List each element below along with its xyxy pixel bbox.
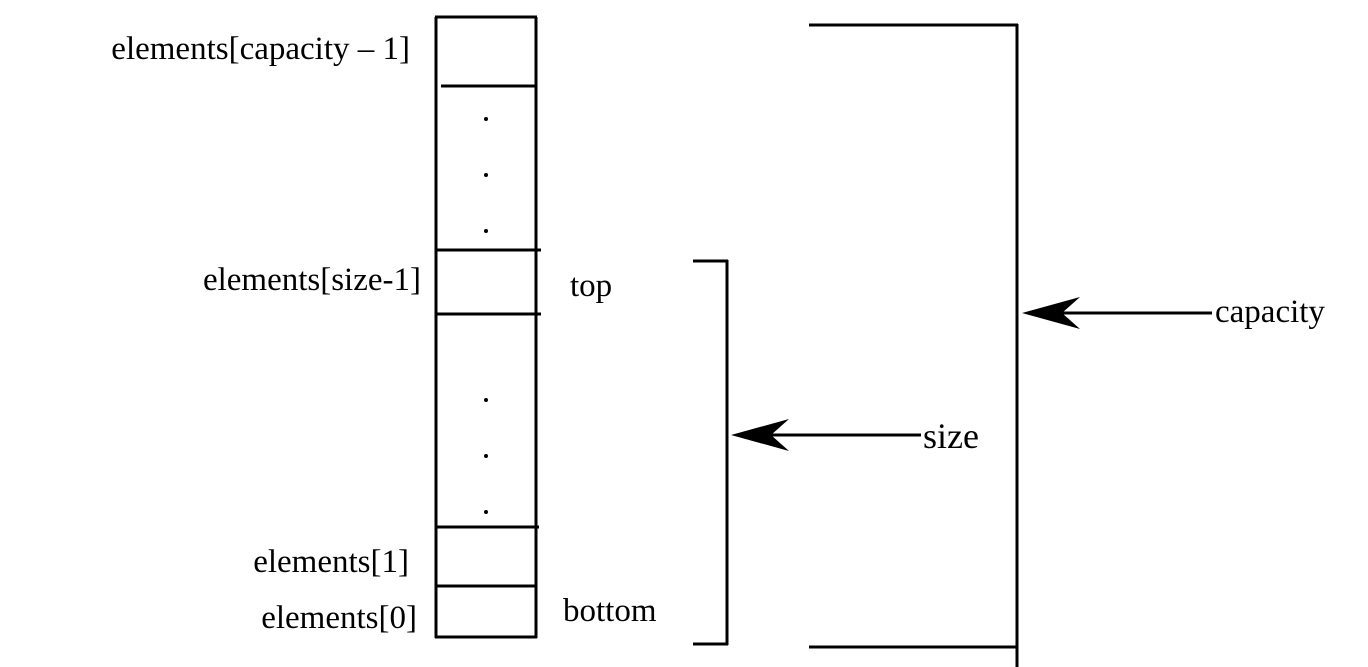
size-arrow xyxy=(731,419,921,451)
capacity-arrow xyxy=(1022,297,1212,329)
label-capacity: capacity xyxy=(1215,294,1325,330)
label-elements-size: elements[size-1] xyxy=(203,262,421,298)
ellipsis-upper xyxy=(484,117,488,233)
ellipsis-dot xyxy=(484,229,488,233)
label-elements-capacity: elements[capacity – 1] xyxy=(111,31,410,67)
label-top: top xyxy=(570,268,612,304)
ellipsis-dot xyxy=(484,398,488,402)
size-bracket xyxy=(693,259,729,646)
label-elements-1: elements[1] xyxy=(253,544,409,580)
ellipsis-dot xyxy=(484,117,488,121)
ellipsis-dot xyxy=(484,454,488,458)
label-size: size xyxy=(923,416,979,456)
label-elements-0: elements[0] xyxy=(261,600,417,636)
label-bottom: bottom xyxy=(563,593,657,629)
capacity-bracket xyxy=(809,23,1019,667)
ellipsis-lower xyxy=(484,398,488,514)
array-column xyxy=(434,15,541,639)
ellipsis-dot xyxy=(484,173,488,177)
ellipsis-dot xyxy=(484,510,488,514)
